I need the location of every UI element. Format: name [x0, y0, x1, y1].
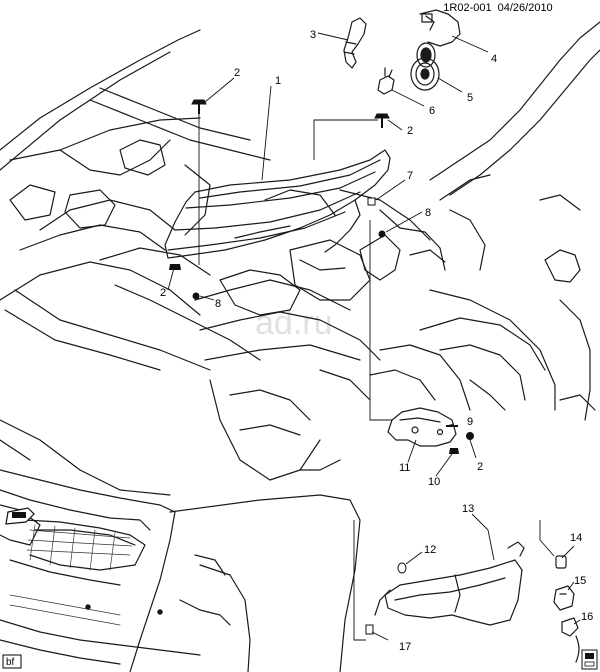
headlamp-bulb-socket [343, 17, 367, 69]
bumper-fastener-hole [157, 609, 163, 615]
callout-10: 10 [428, 476, 440, 488]
fog-lamp-bulb [555, 555, 567, 569]
callout-11: 11 [399, 462, 410, 474]
grommet-12 [397, 562, 407, 574]
clip-7 [367, 197, 376, 206]
headlamp-bulb [419, 9, 461, 47]
callout-1: 1 [275, 75, 281, 87]
access-cover [416, 42, 436, 68]
callout-2-right: 2 [407, 125, 413, 137]
callout-4: 4 [491, 53, 497, 65]
headlamp-assembly [164, 149, 391, 259]
fog-lamp-connector [561, 617, 580, 663]
clip-17 [365, 624, 374, 635]
callout-13: 13 [462, 503, 474, 515]
grille-mesh [9, 524, 133, 626]
headlamp-bracket [387, 407, 457, 447]
callout-2-bracket: 2 [477, 461, 483, 473]
front-bumper-fascia [0, 469, 361, 672]
callout-8-right: 8 [425, 207, 431, 219]
callout-9: 9 [467, 416, 473, 428]
callout-labels: 1 2 2 2 2 3 4 5 6 7 8 8 9 10 11 12 13 14… [160, 29, 593, 653]
corner-tag: bf [6, 657, 15, 668]
callout-8-left: 8 [215, 298, 221, 310]
bolt-bracket [466, 432, 474, 440]
callout-16: 16 [581, 611, 593, 623]
callout-7: 7 [407, 170, 413, 182]
callout-12: 12 [424, 544, 436, 556]
brand-emblem [5, 507, 35, 525]
callout-2-left: 2 [160, 287, 166, 299]
callout-14: 14 [570, 532, 582, 544]
watermark: ad.ru [255, 304, 333, 342]
leader-lines [167, 32, 581, 641]
callout-6: 6 [429, 105, 435, 117]
headlamp-bulb-cover [410, 57, 440, 91]
nut-8-upper [378, 230, 386, 238]
corner-tag-box [2, 654, 22, 669]
connector-view-icon [581, 649, 598, 670]
diagram-date: 04/26/2010 [498, 2, 553, 14]
bolt-lower-left [169, 264, 181, 270]
callout-5: 5 [467, 92, 473, 104]
callout-3: 3 [310, 29, 316, 41]
fog-lamp-socket [553, 585, 575, 611]
bolt-10 [449, 448, 459, 454]
parking-lamp-socket [377, 67, 395, 95]
nut-8-lower [192, 292, 200, 300]
callout-15: 15 [574, 575, 586, 587]
front-body-structure [0, 21, 600, 496]
bolt-upper-right [374, 113, 390, 128]
callout-17: 17 [399, 641, 411, 653]
fog-lamp-assembly [374, 541, 525, 626]
callout-2-upper: 2 [234, 67, 240, 79]
diagram-code-date: 1R02-001 04/26/2010 [443, 2, 552, 14]
diagram-code: 1R02-001 [443, 2, 491, 14]
bumper-fastener-hole [85, 604, 91, 610]
